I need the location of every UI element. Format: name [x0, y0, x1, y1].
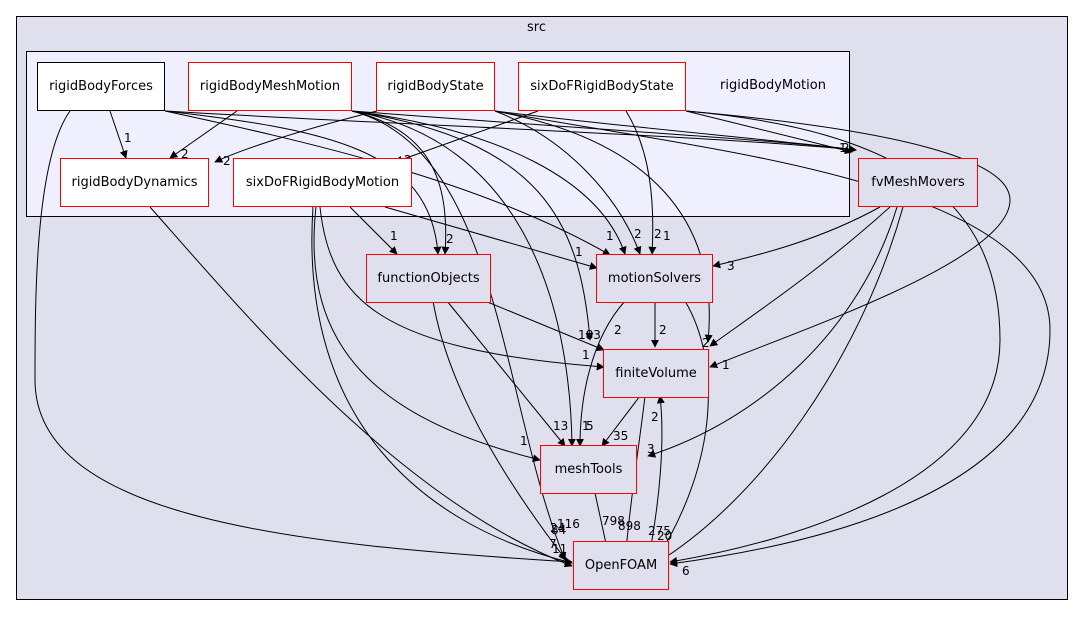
edge-fvm-meshtools	[647, 206, 898, 458]
edge-label: 1	[722, 358, 730, 372]
edge-labels: 1 2 2 2 1 2 1 2 1 1 2 2 1 3 2 183 2 2 1 …	[124, 131, 850, 578]
edge-sixdofstate-motion	[394, 110, 539, 164]
edge-func-meshtools	[446, 300, 566, 447]
edge-label: 6	[682, 564, 690, 578]
edge-forces-openfoam	[34, 110, 573, 566]
edge-sixdofstate-openfoam	[669, 110, 1001, 565]
node-openfoam[interactable]: OpenFOAM	[573, 541, 669, 590]
edge-label: 1	[839, 141, 847, 155]
edge-label: 3	[647, 442, 655, 456]
cluster-rigidbodymotion-label: rigidBodyMotion	[720, 78, 826, 93]
edge-state-openfoam	[494, 110, 1051, 568]
edge-dynamics-openfoam	[149, 206, 573, 568]
edge-label: 1	[124, 131, 132, 145]
edge-meshmotion-meshtools	[351, 110, 576, 447]
node-finitevolume[interactable]: finiteVolume	[603, 349, 709, 398]
edge-label: 5	[586, 419, 594, 433]
node-sixdofrigidbodymotion[interactable]: sixDoFRigidBodyMotion	[233, 158, 412, 207]
edge-label: 898	[618, 519, 641, 533]
edge-motion-finitevolume	[319, 206, 605, 371]
edge-label: 3	[727, 259, 735, 273]
edge-label: 2	[446, 232, 454, 246]
edge-label: 11	[552, 542, 567, 556]
edge-func-openfoam	[432, 300, 567, 561]
edge-label: 2	[842, 141, 850, 155]
edge-motion-openfoam	[311, 206, 573, 566]
edge-label: 1	[606, 229, 614, 243]
node-rigidbodyforces[interactable]: rigidBodyForces	[37, 62, 165, 111]
edge-forces-dynamics	[109, 110, 128, 159]
edge-label: 2	[634, 227, 642, 241]
edge-label: 2	[223, 154, 231, 168]
edge-openfoam-finitevolume	[647, 395, 665, 563]
edge-label: 2	[651, 410, 659, 424]
edge-fvm-motionsolvers	[712, 206, 881, 269]
edge-motion-functionobjects	[349, 206, 398, 255]
edge-label: 2	[181, 147, 189, 161]
edge-label: 1	[582, 348, 590, 362]
edge-label: 1	[575, 245, 583, 259]
node-rigidbodymeshmotion[interactable]: rigidBodyMeshMotion	[188, 62, 352, 111]
edge-meshmotion-functionobjects	[351, 110, 450, 255]
edge-label: 275	[648, 524, 671, 538]
node-rigidbodystate[interactable]: rigidBodyState	[376, 62, 495, 111]
edge-label: 7	[549, 537, 557, 551]
edge-sixdofstate-finitevolume	[685, 110, 1011, 368]
node-sixdofrigidbodystate[interactable]: sixDoFRigidBodyState	[518, 62, 686, 111]
edge-label: 13	[553, 419, 568, 433]
edge-label: 116	[557, 517, 580, 531]
node-fvmeshmovers[interactable]: fvMeshMovers	[858, 158, 978, 207]
edge-label: 1	[520, 434, 528, 448]
edge-label: 798	[602, 514, 625, 528]
edge-label: 2	[702, 336, 710, 350]
node-functionobjects[interactable]: functionObjects	[366, 254, 491, 303]
edge-func-finitevolume	[484, 300, 605, 351]
edge-forces-fvmeshmovers	[164, 110, 857, 154]
edge-finitevolume-meshtools	[601, 395, 641, 447]
edge-meshmotion-motionsolvers	[351, 110, 627, 255]
edge-label: 1	[390, 229, 398, 243]
node-meshtools[interactable]: meshTools	[540, 445, 637, 494]
edge-state-fvmeshmovers	[494, 110, 857, 154]
edge-label: 183	[578, 328, 601, 342]
edge-fvm-finitevolume	[709, 206, 891, 347]
edge-fvm-openfoam	[654, 206, 904, 565]
edge-label: 20	[657, 529, 672, 543]
edge-motion-motionsolvers	[384, 206, 598, 270]
edge-label: 84	[551, 523, 566, 537]
edge-motionsolvers-openfoam	[654, 300, 709, 563]
edge-label: 24	[550, 521, 565, 535]
edge-state-finitevolume-a	[494, 110, 713, 343]
edge-label: 2	[659, 323, 667, 337]
edge-motionsolvers-meshtools	[576, 300, 626, 447]
edge-sixdofstate-fvmeshmovers	[685, 110, 853, 155]
edge-sixdofstate-motionsolvers	[625, 110, 657, 255]
edge-meshmotion-finitevolume	[351, 110, 594, 341]
edge-state-motionsolvers	[494, 110, 642, 255]
edge-label: 1	[663, 229, 671, 243]
edge-meshmotion-dynamics	[169, 110, 238, 159]
node-rigidbodydynamics[interactable]: rigidBodyDynamics	[60, 158, 209, 207]
edge-motion-meshtools	[313, 206, 541, 463]
edge-forces-functionobjects	[164, 110, 442, 255]
cluster-src-label: src	[527, 20, 546, 35]
edge-label: 2	[614, 323, 622, 337]
edge-label: 35	[613, 429, 628, 443]
edge-label: 2	[654, 227, 662, 241]
edge-label: 1	[582, 419, 590, 433]
node-motionsolvers[interactable]: motionSolvers	[596, 254, 713, 303]
edge-state-dynamics	[214, 110, 378, 163]
